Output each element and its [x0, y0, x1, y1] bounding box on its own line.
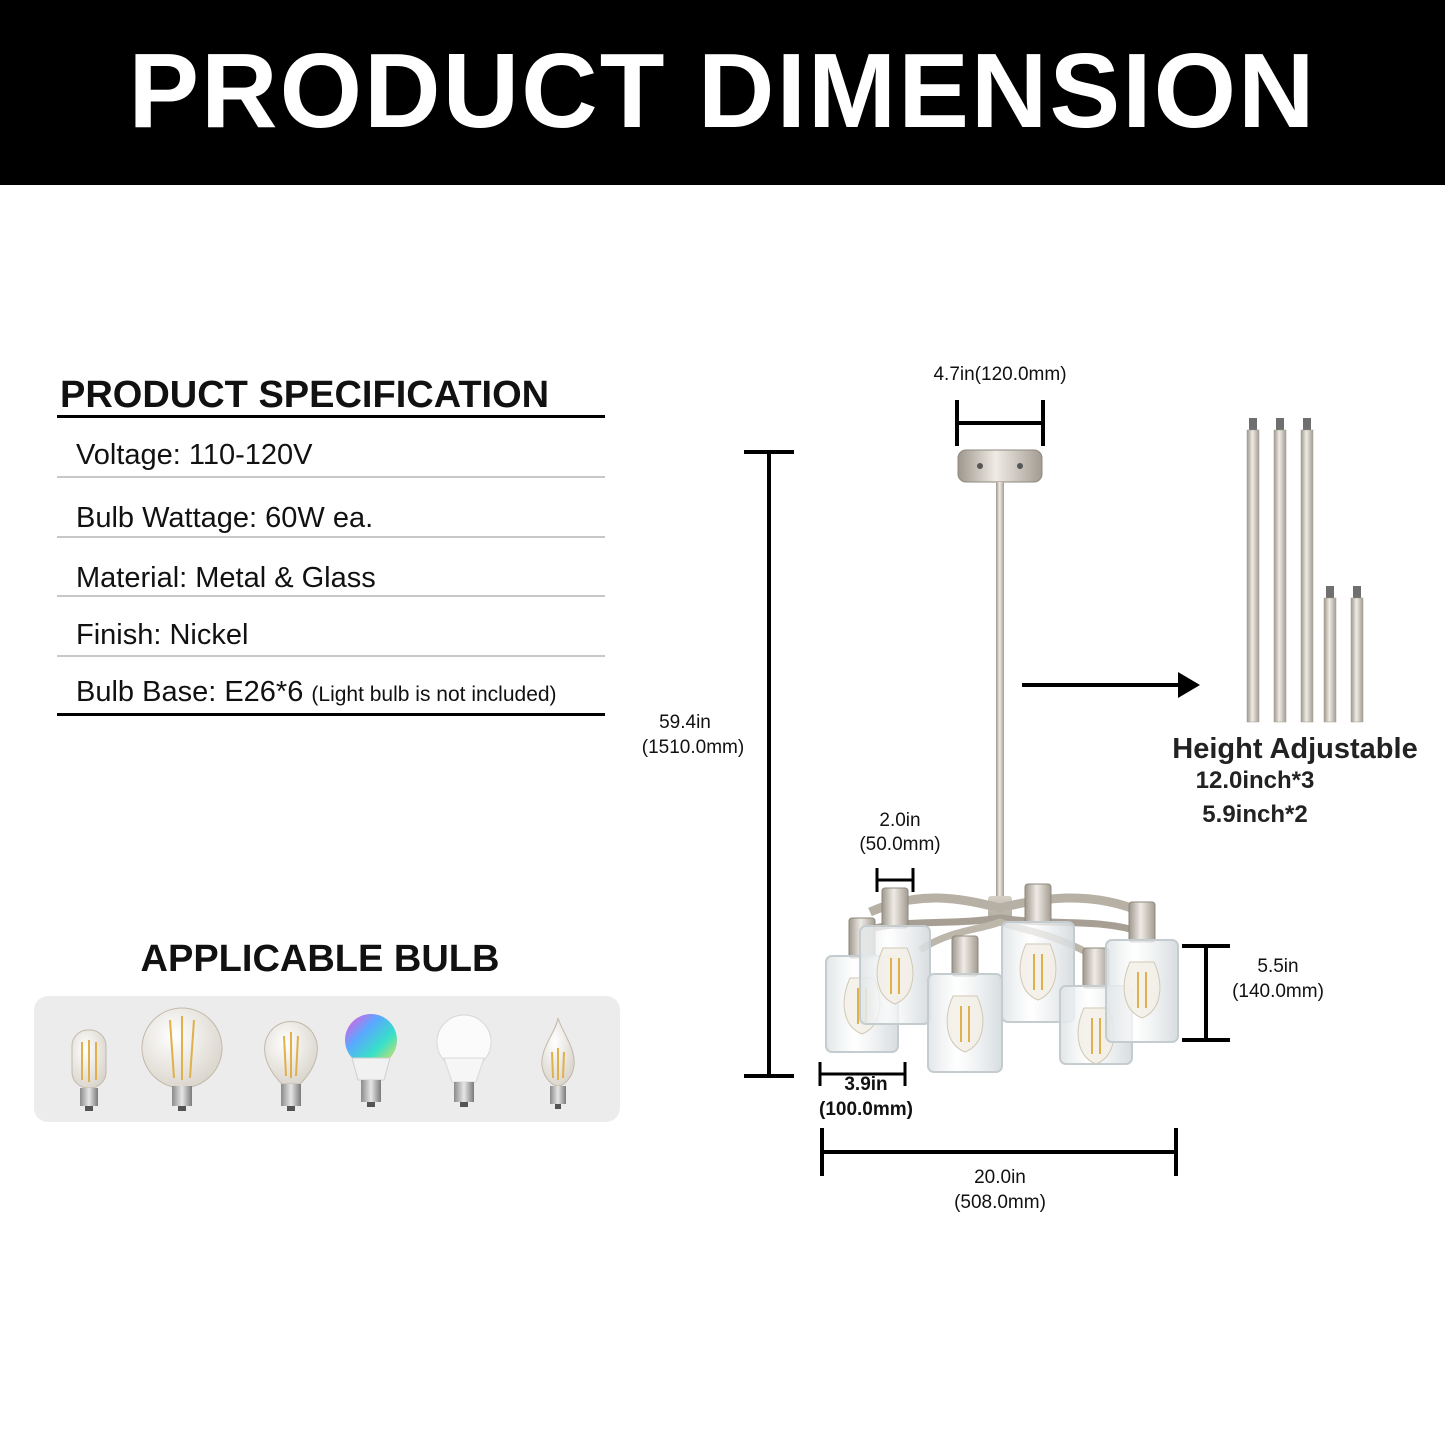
spec-bulb-base-note: (Light bulb is not included): [311, 683, 557, 706]
bulb-panel: [34, 996, 620, 1122]
right-arrow-icon: [1022, 672, 1200, 698]
spec-finish: Finish: Nickel: [76, 619, 249, 651]
tubular-filament-bulb-icon: [71, 1029, 107, 1111]
extension-rod: [1300, 418, 1314, 723]
shade-width-imperial: 3.9in: [844, 1074, 888, 1095]
shade-height-metric: (140.0mm): [1232, 981, 1324, 1002]
rod-spec-long: 12.0inch*3: [1195, 767, 1315, 794]
overall-width-metric: (508.0mm): [954, 1192, 1046, 1213]
spec-material: Material: Metal & Glass: [76, 562, 376, 594]
globe-filament-bulb-icon: [141, 1007, 223, 1111]
spec-divider: [57, 655, 605, 657]
glass-shade: [1105, 901, 1179, 1043]
canopy-width-label: 4.7in(120.0mm): [933, 364, 1067, 385]
overall-height-imperial: 59.4in: [659, 712, 711, 733]
spec-bulb-base: Bulb Base: E26*6 (Light bulb is not incl…: [76, 674, 557, 713]
led-a19-bulb-icon: [436, 1014, 492, 1107]
a19-filament-bulb-icon: [264, 1021, 318, 1111]
spec-divider: [57, 476, 605, 478]
page-title: PRODUCT DIMENSION: [128, 32, 1317, 150]
spec-voltage: Voltage: 110-120V: [76, 439, 313, 471]
extension-rod: [1246, 418, 1260, 723]
glass-shade: [927, 935, 1003, 1073]
glass-shade: [1001, 883, 1075, 1023]
chandelier-illustration: [858, 449, 1144, 958]
overall-height-dimension-line: [744, 450, 794, 1078]
canopy-width-dimension-line: [955, 400, 1045, 446]
shade-width-dimension-line: [818, 1062, 907, 1086]
bulb-row: [71, 1007, 575, 1111]
spec-bulb-wattage: Bulb Wattage: 60W ea.: [76, 502, 374, 534]
arm-width-metric: (50.0mm): [859, 834, 941, 855]
overall-width-dimension-line: [820, 1128, 1178, 1176]
height-adjustable-title: Height Adjustable: [1172, 733, 1418, 765]
rod-spec-short: 5.9inch*2: [1202, 801, 1308, 828]
extension-rod: [1273, 418, 1287, 723]
applicable-bulb-heading: APPLICABLE BULB: [140, 938, 500, 980]
extension-rod: [1323, 586, 1337, 723]
arm-width-imperial: 2.0in: [879, 810, 921, 831]
spec-bottom-rule: [57, 713, 605, 716]
spec-divider: [57, 536, 605, 538]
shade-height-imperial: 5.5in: [1257, 956, 1299, 977]
glass-shade: [859, 887, 931, 1025]
spec-divider: [57, 595, 605, 597]
extension-rods: [1246, 418, 1364, 723]
spec-top-rule: [57, 415, 605, 418]
glass-shades: [825, 883, 1179, 1073]
spec-bulb-base-text: Bulb Base: E26*6: [76, 676, 304, 708]
rgb-smart-bulb-icon: [345, 1014, 397, 1107]
extension-rod: [1350, 586, 1364, 723]
arm-width-dimension-line: [875, 868, 915, 892]
shade-width-metric: (100.0mm): [819, 1099, 913, 1120]
title-banner: PRODUCT DIMENSION: [0, 0, 1445, 185]
overall-height-metric: (1510.0mm): [641, 737, 745, 758]
shade-height-dimension-line: [1182, 944, 1230, 1042]
overall-width-imperial: 20.0in: [974, 1167, 1026, 1188]
specification-heading: PRODUCT SPECIFICATION: [60, 374, 550, 416]
flame-tip-candelabra-bulb-icon: [541, 1017, 575, 1109]
